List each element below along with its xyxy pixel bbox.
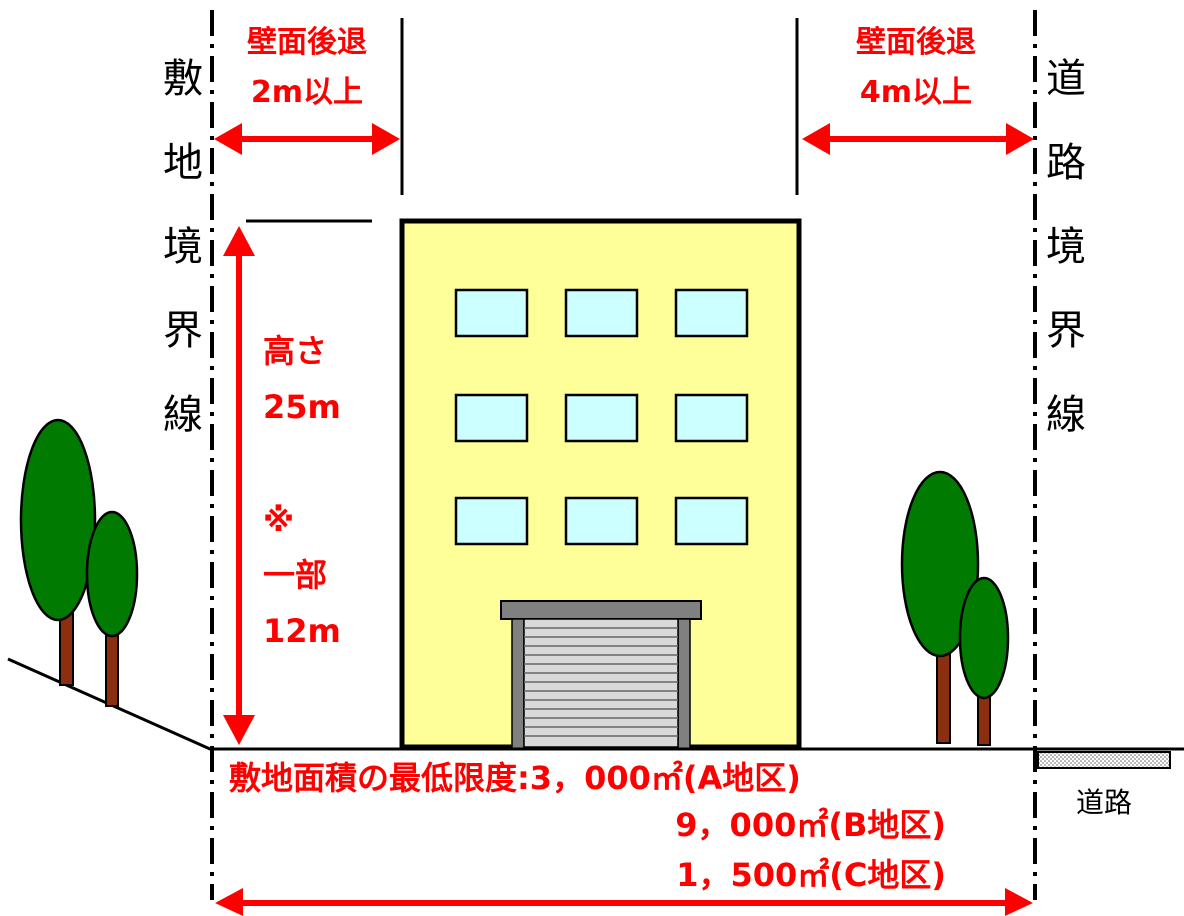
right-boundary-char: 境 (1046, 224, 1086, 270)
window (564, 288, 639, 338)
window (454, 288, 529, 338)
window (674, 288, 749, 338)
window (454, 496, 529, 546)
height-note-line3: ※ (263, 501, 294, 539)
tree-right-large (900, 470, 980, 744)
window (454, 393, 529, 443)
setback-right-line1: 壁面後退 (856, 25, 976, 60)
right-boundary-char: 線 (1046, 392, 1086, 438)
site-area-line1: 敷地面積の最低限度:3，000㎡(A地区) (229, 759, 801, 797)
right-boundary-char: 路 (1046, 140, 1086, 186)
setback-right-line2: 4m以上 (860, 75, 972, 110)
tree-left-small (85, 510, 139, 707)
window (674, 496, 749, 546)
left-boundary-char: 界 (163, 308, 203, 354)
right-boundary-char: 界 (1046, 308, 1086, 354)
setback-left-line2: 2m以上 (251, 75, 363, 110)
left-boundary-char: 敷 (163, 56, 203, 102)
right-boundary-char: 道 (1046, 56, 1086, 102)
road-label: 道路 (1076, 786, 1132, 819)
height-arrow (223, 226, 255, 745)
setback-right-arrow (802, 123, 1034, 155)
right-boundary-label: 道 路 境 界 線 (1046, 56, 1086, 438)
site-area-line2: 9，000㎡(B地区) (675, 806, 946, 844)
window (564, 393, 639, 443)
window (564, 496, 639, 546)
left-boundary-char: 地 (163, 140, 203, 186)
road-surface (1037, 751, 1171, 769)
height-note-line5: 12m (263, 612, 341, 650)
site-width-arrow (215, 888, 1033, 916)
setback-left-arrow (214, 123, 400, 155)
ground-line (7, 657, 1184, 751)
garage-shutter (500, 600, 702, 750)
height-note-line2: 25m (263, 388, 341, 426)
window (674, 393, 749, 443)
height-note-line1: 高さ (263, 332, 327, 370)
left-boundary-label: 敷 地 境 界 線 (163, 56, 203, 438)
setback-left-line1: 壁面後退 (247, 25, 367, 60)
left-boundary-char: 境 (163, 224, 203, 270)
left-boundary-char: 線 (163, 392, 203, 438)
height-note-line4: 一部 (263, 556, 327, 594)
building-windows (454, 288, 749, 546)
site-area-line3: 1，500㎡(C地区) (676, 856, 946, 894)
tree-left-large (19, 418, 97, 686)
tree-right-small (958, 576, 1010, 746)
